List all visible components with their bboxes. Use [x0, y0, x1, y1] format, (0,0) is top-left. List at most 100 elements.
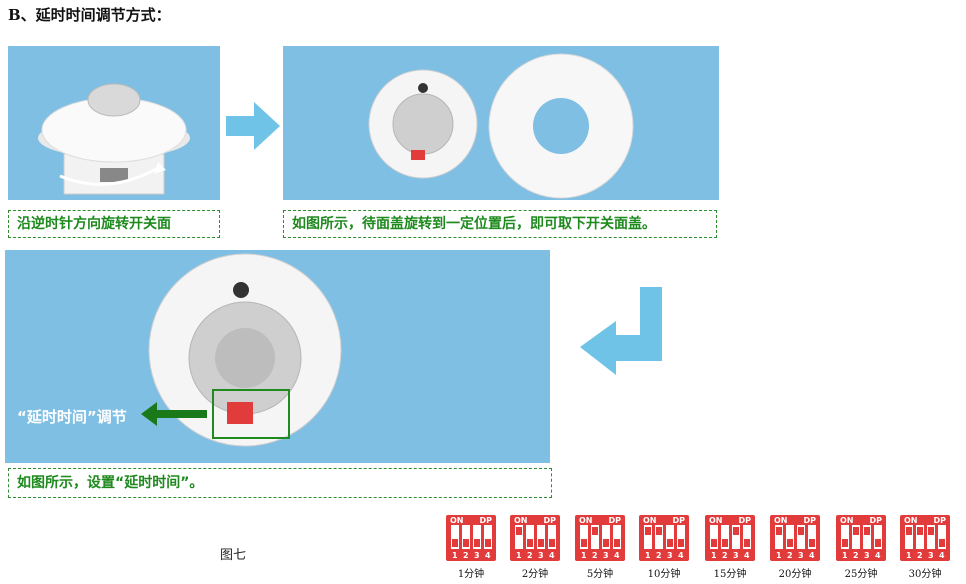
- dip-time-label: 5分钟: [586, 569, 614, 580]
- dip-number: 4: [809, 551, 815, 560]
- photo-rotate-cover: [8, 46, 220, 200]
- dip-number: 4: [614, 551, 620, 560]
- dip-number: 2: [917, 551, 923, 560]
- dip-on-text: ON: [904, 516, 918, 525]
- dip-slot: [863, 525, 871, 549]
- dip-slot: [797, 525, 805, 549]
- dip-knob: [776, 527, 782, 535]
- dip-slot: [644, 525, 652, 549]
- dip-number: 1: [452, 551, 458, 560]
- dip-slot: [526, 525, 534, 549]
- dip-slot: [808, 525, 816, 549]
- dip-knob: [809, 539, 815, 547]
- dip-time-label: 1分钟: [457, 569, 485, 580]
- dip-number: 1: [842, 551, 848, 560]
- dip-slot: [613, 525, 621, 549]
- dip-dp-text: DP: [803, 516, 816, 525]
- dip-knob: [842, 539, 848, 547]
- dip-number: 1: [516, 551, 522, 560]
- dip-on-text: ON: [450, 516, 464, 525]
- dip-number: 2: [722, 551, 728, 560]
- dip-dp-text: DP: [608, 516, 621, 525]
- dip-slot: [666, 525, 674, 549]
- dip-knob: [463, 539, 469, 547]
- section-title: B、延时时间调节方式：: [8, 6, 171, 24]
- dip-slot: [548, 525, 556, 549]
- dip-knob: [485, 539, 491, 547]
- dip-time-label: 20分钟: [778, 569, 812, 580]
- dip-number: 1: [906, 551, 912, 560]
- dip-on-text: ON: [774, 516, 788, 525]
- dip-slot: [484, 525, 492, 549]
- dip-on-text: ON: [709, 516, 723, 525]
- dip-number: 4: [549, 551, 555, 560]
- dip-slot: [775, 525, 783, 549]
- dip-time-label: 10分钟: [647, 569, 681, 580]
- dip-number: 2: [787, 551, 793, 560]
- dip-knob: [853, 527, 859, 535]
- dip-number: 3: [474, 551, 480, 560]
- dip-knob: [516, 527, 522, 535]
- dip-slot: [515, 525, 523, 549]
- dip-knob: [875, 539, 881, 547]
- dip-knob: [667, 539, 673, 547]
- dip-number: 3: [603, 551, 609, 560]
- dip-knob: [917, 527, 923, 535]
- arrow-right-icon: [226, 102, 280, 150]
- dip-dp-text: DP: [738, 516, 751, 525]
- figure-label: 图七: [220, 548, 247, 563]
- dip-knob: [592, 527, 598, 535]
- dip-slot: [732, 525, 740, 549]
- dip-slot: [916, 525, 924, 549]
- dip-number: 3: [864, 551, 870, 560]
- caption-remove-cover: 如图所示，待面盖旋转到一定位置后，即可取下开关面盖。: [283, 210, 717, 238]
- dip-number: 4: [678, 551, 684, 560]
- caption-rotate: 沿逆时针方向旋转开关面: [8, 210, 220, 238]
- dip-on-text: ON: [579, 516, 593, 525]
- dip-time-label: 25分钟: [844, 569, 878, 580]
- dip-number: 2: [853, 551, 859, 560]
- dip-slot: [710, 525, 718, 549]
- dip-slot: [451, 525, 459, 549]
- dip-number: 3: [798, 551, 804, 560]
- dip-number: 4: [939, 551, 945, 560]
- arrow-turn-left-icon: [580, 287, 662, 375]
- dip-number: 2: [527, 551, 533, 560]
- dip-number: 1: [776, 551, 782, 560]
- dip-slot: [655, 525, 663, 549]
- dip-dp-text: DP: [479, 516, 492, 525]
- dip-slot: [721, 525, 729, 549]
- dip-slot: [580, 525, 588, 549]
- sensor-closeup-illustration: [141, 253, 342, 447]
- dip-slot: [874, 525, 882, 549]
- dip-knob: [452, 539, 458, 547]
- dip-number: 1: [711, 551, 717, 560]
- dip-on-text: ON: [514, 516, 528, 525]
- dip-number: 3: [733, 551, 739, 560]
- sensor-parts-illustration: [368, 53, 634, 199]
- dip-number: 4: [485, 551, 491, 560]
- dip-slot: [591, 525, 599, 549]
- dip-slot: [852, 525, 860, 549]
- dip-knob: [744, 539, 750, 547]
- dip-dp-text: DP: [933, 516, 946, 525]
- dip-slot: [462, 525, 470, 549]
- dip-number: 2: [592, 551, 598, 560]
- dip-slot: [743, 525, 751, 549]
- dip-knob: [656, 527, 662, 535]
- dip-knob: [474, 539, 480, 547]
- dip-knob: [527, 539, 533, 547]
- dip-knob: [614, 539, 620, 547]
- dip-time-label: 30分钟: [908, 569, 942, 580]
- dip-knob: [678, 539, 684, 547]
- dip-dp-text: DP: [543, 516, 556, 525]
- dip-slot: [841, 525, 849, 549]
- dip-slot: [927, 525, 935, 549]
- dip-number: 2: [463, 551, 469, 560]
